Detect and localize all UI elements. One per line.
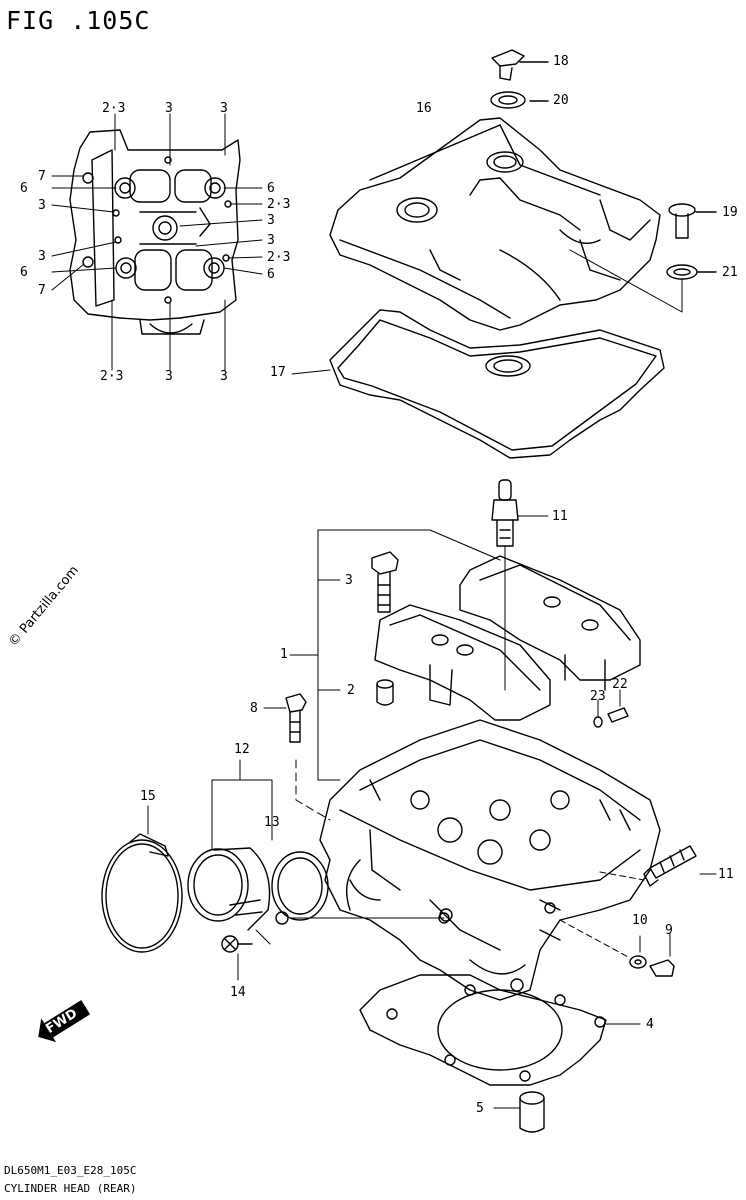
figure-code: DL650M1_E03_E28_105C [4,1164,137,1177]
callout-11-lower: 11 [718,867,734,882]
inset-label-right-5: 2·3 [267,250,291,265]
callout-11-upper: 11 [552,509,568,524]
callout-22: 22 [612,677,628,692]
inset-label-top-3: 3 [220,101,228,116]
callout-2: 2 [347,683,355,698]
inset-label-left-6: 7 [38,283,46,298]
spark-plug-upper [491,479,549,691]
inset-label-right-4: 3 [267,233,275,248]
callout-18: 18 [553,54,569,69]
inset-label-right-6: 6 [267,267,275,282]
inset-label-bottom-2: 3 [165,369,173,384]
o-ring-13 [271,851,450,925]
callout-14: 14 [230,985,246,1000]
inset-label-right-2: 2·3 [267,197,291,212]
camshaft-holders [374,555,641,721]
cylinder-head [295,719,661,1001]
dowel-pin-2 [376,679,394,706]
screw-14 [221,929,271,981]
washer-and-bolt [559,919,675,977]
callout-10: 10 [632,913,648,928]
callout-5: 5 [476,1101,484,1116]
callout-13: 13 [264,815,280,830]
callout-1: 1 [280,647,288,662]
head-gasket [359,974,641,1086]
figure-caption: CYLINDER HEAD (REAR) [4,1182,137,1195]
callout-12: 12 [234,742,250,757]
callout-17: 17 [270,365,286,380]
oil-jet-and-oring [593,689,629,728]
inset-label-right-1: 6 [267,181,275,196]
inset-label-right-3: 3 [267,213,275,228]
head-cover [329,117,661,331]
callout-9: 9 [665,923,673,938]
inset-label-bottom-1: 2·3 [100,369,124,384]
callout-16: 16 [416,101,432,116]
callout-4: 4 [646,1017,654,1032]
cover-bolts [490,49,717,313]
inset-label-left-4: 3 [38,249,46,264]
inset-label-top-1: 2·3 [102,101,126,116]
inset-label-left-1: 7 [38,169,46,184]
callout-15: 15 [140,789,156,804]
figure-title: FIG .105C [6,6,151,35]
inset-label-bottom-3: 3 [220,369,228,384]
callout-23: 23 [590,689,606,704]
callout-19: 19 [722,205,738,220]
inset-label-left-2: 6 [20,181,28,196]
clamp [101,805,183,953]
bolt-3 [371,551,399,613]
callout-20: 20 [553,93,569,108]
inset-label-left-3: 3 [38,198,46,213]
dowel-pin-5 [493,1091,545,1133]
bolt-8 [263,693,307,743]
inset-label-left-5: 6 [20,265,28,280]
callout-8: 8 [250,701,258,716]
callout-3: 3 [345,573,353,588]
inset-label-top-2: 3 [165,101,173,116]
intake-pipe [187,759,273,931]
spark-plug-lower [599,845,717,887]
inset-top-view [69,129,241,335]
cover-gasket [291,309,665,459]
callout-21: 21 [722,265,738,280]
